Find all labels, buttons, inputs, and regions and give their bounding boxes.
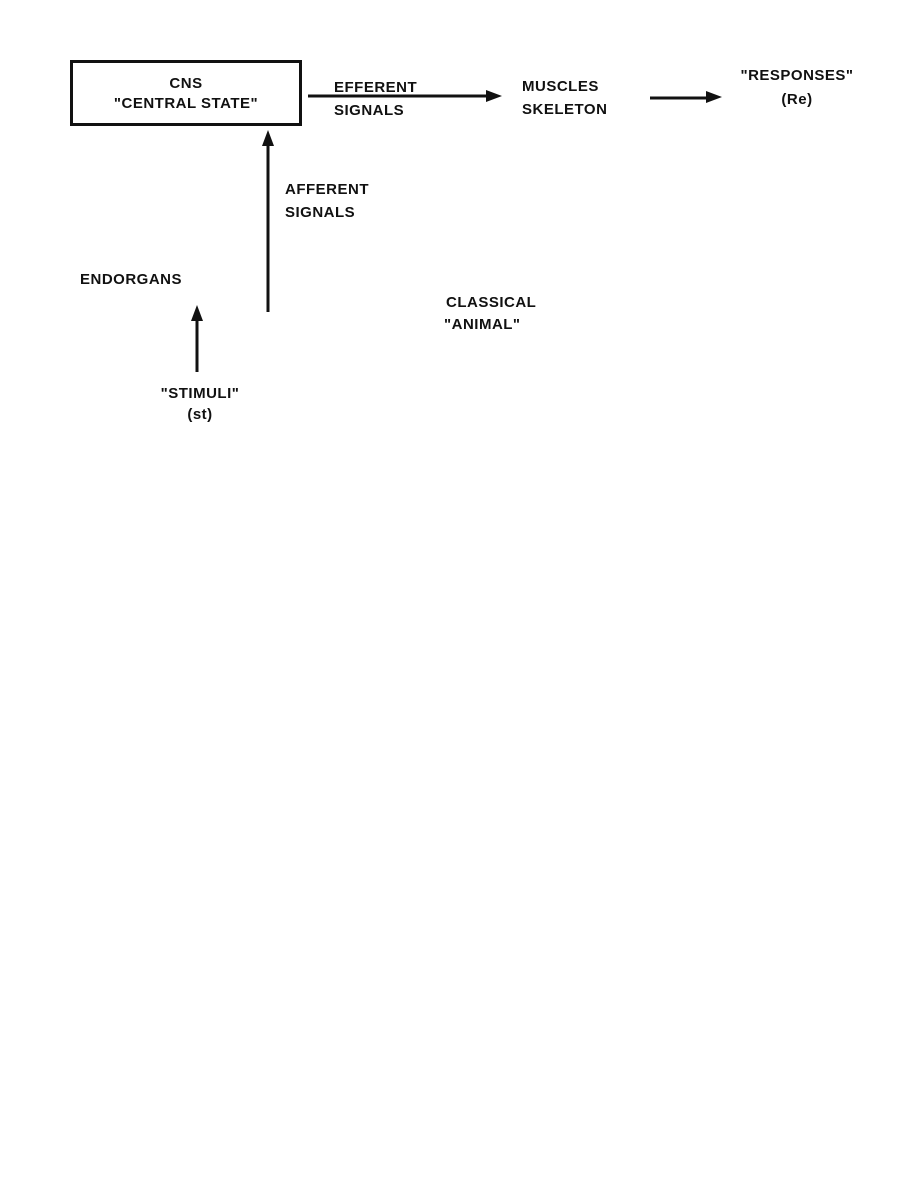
afferent-label: AFFERENT (285, 181, 369, 198)
afferent-signals-label: SIGNALS (285, 204, 356, 221)
responses-label: "RESPONSES" (740, 67, 854, 84)
stimuli-abbrev-label: (st) (187, 406, 213, 423)
efferent-arrowhead (486, 90, 502, 102)
efferent-signals-label: SIGNALS (334, 102, 405, 119)
endorgans-label: ENDORGANS (80, 271, 183, 288)
animal-label: "ANIMAL" (444, 316, 521, 333)
stimuli-label: "STIMULI" (160, 385, 240, 402)
cns-label: CNS (169, 75, 203, 92)
central-state-label: "CENTRAL STATE" (113, 95, 259, 112)
skeleton-label: SKELETON (522, 101, 608, 118)
responses-arrowhead (706, 91, 722, 103)
classical-label: CLASSICAL (446, 294, 537, 311)
cns-central-state-box: CNS "CENTRAL STATE" (70, 60, 302, 126)
muscles-label: MUSCLES (522, 78, 599, 95)
responses-abbrev-label: (Re) (781, 91, 813, 108)
stimuli-arrowhead (191, 305, 203, 321)
efferent-label: EFFERENT (334, 79, 418, 96)
afferent-arrowhead (262, 130, 274, 146)
